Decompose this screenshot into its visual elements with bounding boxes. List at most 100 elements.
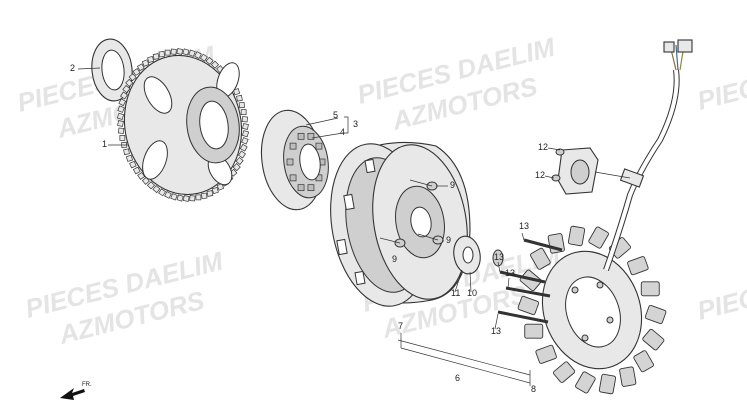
stator-bolts bbox=[497, 238, 563, 324]
gear-tooth bbox=[118, 98, 127, 107]
flywheel-bolts bbox=[379, 179, 444, 248]
callout-label-12: 12 bbox=[535, 170, 545, 180]
gear-tooth bbox=[120, 91, 128, 100]
flywheel-rotor bbox=[330, 141, 471, 307]
gear-tooth bbox=[125, 78, 134, 87]
gear-tooth bbox=[238, 150, 246, 159]
gear-tooth bbox=[141, 59, 150, 67]
gear-tooth bbox=[123, 148, 130, 156]
stator-pole bbox=[642, 328, 665, 351]
callout-label-3: 3 bbox=[353, 119, 358, 129]
front-direction-arrow: FR. bbox=[60, 382, 92, 400]
stator-pole bbox=[598, 373, 617, 395]
gear-tooth bbox=[232, 163, 241, 172]
stator-pole bbox=[575, 371, 596, 394]
gear-tooth bbox=[125, 154, 133, 162]
gear-tooth bbox=[164, 191, 172, 199]
callout-label-7: 7 bbox=[398, 321, 403, 331]
gear-tooth bbox=[199, 53, 208, 62]
gear-tooth bbox=[241, 137, 249, 145]
callout-label-13: 13 bbox=[519, 221, 529, 231]
gear-tooth bbox=[238, 101, 245, 109]
gear-tooth bbox=[201, 192, 208, 199]
gear-tooth bbox=[182, 195, 190, 202]
callout-label-8: 8 bbox=[531, 384, 536, 394]
clutch-roller bbox=[315, 142, 323, 150]
stator-pole bbox=[524, 323, 544, 339]
gear-tooth bbox=[241, 130, 250, 138]
gear-tooth bbox=[164, 49, 171, 56]
callout-label-13: 13 bbox=[505, 268, 515, 278]
gear-tooth bbox=[119, 135, 126, 141]
gear-tooth bbox=[241, 116, 248, 123]
gear-tooth bbox=[158, 51, 165, 58]
clutch-roller bbox=[286, 158, 294, 166]
callout-label-13: 13 bbox=[491, 326, 501, 336]
callout-label-9: 9 bbox=[392, 254, 397, 264]
stator-coil bbox=[517, 225, 667, 395]
gear-tooth bbox=[240, 109, 247, 115]
callout-label-9: 9 bbox=[450, 180, 455, 190]
gear-tooth bbox=[188, 49, 196, 57]
spacer-ring bbox=[91, 38, 133, 102]
gear-tooth bbox=[117, 120, 124, 127]
washer-and-nut bbox=[453, 235, 504, 275]
gear-tooth bbox=[170, 48, 177, 55]
stator-pole bbox=[547, 233, 565, 254]
gear-tooth bbox=[233, 88, 241, 96]
gear-tooth bbox=[239, 143, 248, 152]
callout-label-6: 6 bbox=[455, 373, 460, 383]
starter-clutch-outer bbox=[260, 109, 329, 211]
clutch-roller bbox=[289, 174, 297, 182]
gear-tooth bbox=[189, 195, 196, 202]
gear-tooth bbox=[210, 60, 220, 69]
gear-tooth bbox=[128, 73, 137, 82]
gear-tooth bbox=[194, 51, 202, 59]
callout-label-13: 13 bbox=[494, 252, 504, 262]
stator-pole bbox=[619, 366, 637, 387]
stator-pole bbox=[627, 256, 649, 276]
stator-pole bbox=[644, 304, 667, 325]
callout-label-12: 12 bbox=[538, 142, 548, 152]
gear-tooth bbox=[170, 193, 178, 201]
callout-label-2: 2 bbox=[70, 63, 75, 73]
gear-tooth bbox=[118, 127, 125, 134]
stator-pole bbox=[567, 225, 586, 247]
clutch-roller bbox=[307, 184, 315, 192]
gear-tooth bbox=[129, 160, 137, 169]
callout-label-11: 11 bbox=[451, 288, 460, 298]
leader-lines bbox=[77, 67, 561, 386]
stator-pole bbox=[640, 281, 660, 297]
callout-label-4: 4 bbox=[340, 127, 345, 137]
starter-driven-gear bbox=[116, 48, 250, 202]
callout-label-9: 9 bbox=[446, 235, 451, 245]
gear-tooth bbox=[152, 185, 161, 194]
watermark-text: PIEC bbox=[694, 282, 747, 326]
callout-label-5: 5 bbox=[333, 110, 338, 120]
watermark-text: PIEC bbox=[694, 72, 747, 116]
pulser-coil bbox=[551, 147, 631, 195]
gear-tooth bbox=[206, 190, 214, 197]
stator-pole bbox=[588, 226, 609, 249]
clutch-roller bbox=[297, 184, 305, 192]
front-direction-label: FR. bbox=[82, 382, 92, 388]
clutch-roller bbox=[297, 132, 305, 140]
gear-tooth bbox=[176, 194, 184, 202]
gear-tooth bbox=[136, 63, 145, 72]
gear-tooth bbox=[158, 188, 167, 197]
gear-tooth bbox=[176, 48, 184, 55]
stator-pole bbox=[530, 247, 551, 270]
gear-tooth bbox=[132, 68, 141, 76]
gear-tooth bbox=[216, 183, 225, 191]
wiring-harness bbox=[603, 39, 693, 271]
gear-tooth bbox=[132, 166, 141, 175]
stator-pole bbox=[633, 350, 654, 373]
stator-pole bbox=[553, 361, 576, 383]
gear-tooth bbox=[235, 156, 244, 165]
gear-tooth bbox=[147, 55, 155, 64]
gear-tooth bbox=[195, 194, 202, 201]
gear-tooth bbox=[152, 53, 160, 60]
clutch-roller bbox=[289, 142, 297, 150]
gear-tooth bbox=[205, 56, 214, 65]
